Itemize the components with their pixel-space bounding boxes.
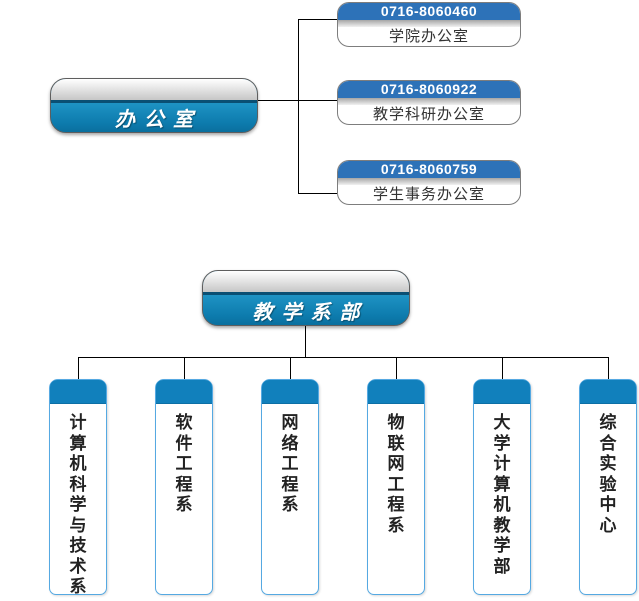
office-node-body: 办公室 (51, 103, 257, 132)
connector-departments-trunk (305, 325, 306, 357)
connector-branch-college-office (298, 19, 337, 20)
department-card-iot: 物联网工程系 (367, 379, 425, 595)
department-label: 软件工程系 (175, 413, 193, 514)
department-card-header (50, 380, 106, 404)
department-label: 网络工程系 (281, 413, 299, 514)
connector-drop-4 (396, 357, 397, 379)
department-label: 物联网工程系 (387, 413, 405, 535)
office-child-card-college: 0716-8060460 学院办公室 (337, 2, 521, 47)
connector-drop-2 (184, 357, 185, 379)
office-child-label: 学生事务办公室 (372, 186, 485, 203)
connector-drop-5 (502, 357, 503, 379)
office-child-label: 教学科研办公室 (372, 106, 485, 123)
department-card-network: 网络工程系 (261, 379, 319, 595)
connector-branch-student-affairs (298, 193, 337, 194)
connector-drop-6 (608, 357, 609, 379)
department-label: 大学计算机教学部 (493, 413, 511, 576)
connector-office-to-trunk (258, 100, 337, 101)
office-node: 办公室 (50, 78, 258, 133)
office-node-label: 办公室 (115, 107, 202, 131)
department-label: 计算机科学与技术系 (69, 413, 87, 596)
departments-node-body: 教学系部 (203, 295, 409, 325)
department-card-header (156, 380, 212, 404)
departments-node-separator (203, 292, 409, 295)
departments-node-gloss (203, 271, 409, 292)
office-child-card-student-affairs: 0716-8060759 学生事务办公室 (337, 160, 521, 205)
department-label: 综合实验中心 (599, 413, 617, 535)
department-card-header (580, 380, 636, 404)
office-child-card-teaching-research: 0716-8060922 教学科研办公室 (337, 80, 521, 125)
phone-number: 0716-8060922 (338, 81, 520, 98)
phone-number: 0716-8060759 (338, 161, 520, 178)
department-card-header (262, 380, 318, 404)
department-card-software: 软件工程系 (155, 379, 213, 595)
card-divider-band (338, 98, 520, 105)
department-card-cs-tech: 计算机科学与技术系 (49, 379, 107, 596)
office-child-label: 学院办公室 (388, 28, 469, 45)
card-divider-band (338, 178, 520, 185)
departments-node: 教学系部 (202, 270, 410, 326)
department-card-header (474, 380, 530, 404)
connector-departments-bus (78, 357, 609, 358)
department-card-experiment-center: 综合实验中心 (579, 379, 637, 595)
connector-office-trunk (298, 19, 299, 194)
office-node-gloss (51, 79, 257, 100)
department-card-header (368, 380, 424, 404)
connector-drop-1 (78, 357, 79, 379)
departments-node-label: 教学系部 (252, 299, 369, 324)
office-node-separator (51, 100, 257, 103)
phone-number: 0716-8060460 (338, 3, 520, 20)
connector-drop-3 (290, 357, 291, 379)
department-card-univ-computer: 大学计算机教学部 (473, 379, 531, 595)
card-divider-band (338, 20, 520, 27)
